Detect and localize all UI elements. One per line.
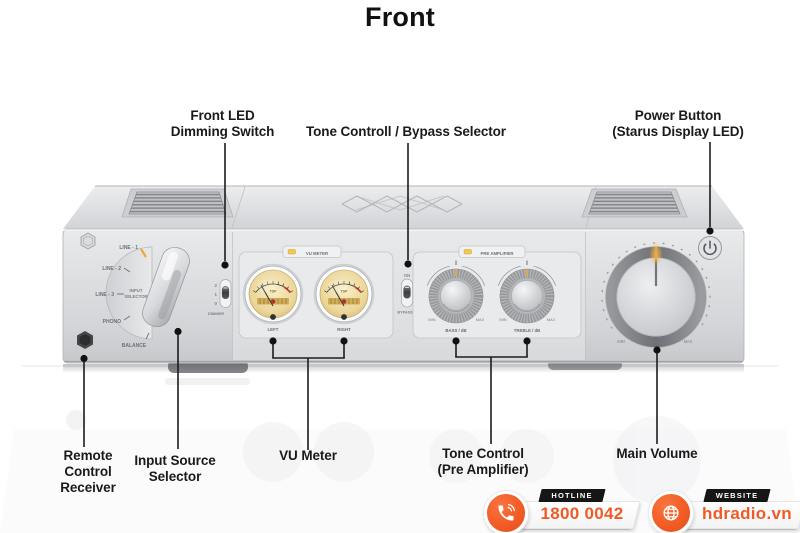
input-option-phono: PHONO <box>103 319 121 325</box>
amp-shadow <box>63 364 744 373</box>
dimmer-label: DIMMER <box>208 311 224 316</box>
treble-label: TREBLE / dB <box>514 328 541 333</box>
callout-main-volume: Main Volume <box>597 446 717 462</box>
input-selector-label-2: SELECTOR <box>124 294 148 299</box>
page-title: Front <box>365 2 435 32</box>
volume-max: MAX <box>684 339 693 344</box>
amp-front-panel: LINE - 1 LINE - 2 LINE - 3 PHONO BALANCE… <box>62 228 745 364</box>
vu-right-label: RIGHT <box>337 327 351 332</box>
callout-line: Remote <box>63 448 113 463</box>
vu-face-text-right: TDP <box>341 290 349 294</box>
callout-line: VU Meter <box>279 448 337 463</box>
bass-max: MAX <box>476 317 485 322</box>
vu-meter-right: TDP <box>313 263 375 325</box>
input-option-balance: BALANCE <box>122 343 147 349</box>
bypass-on-label: ON <box>404 273 410 278</box>
bass-min: MIN <box>428 317 435 322</box>
hotline-badge[interactable]: HOTLINE 1800 0042 <box>484 488 642 533</box>
vu-meter-section: VU METER TDP TDP LEFT RIGHT <box>238 245 394 339</box>
vu-meter-left: TDP <box>242 263 304 325</box>
callout-line: (Starus Display LED) <box>612 124 744 139</box>
vu-plate-label: VU METER <box>306 251 329 256</box>
selected-input-led <box>140 248 147 258</box>
callout-line: Power Button <box>634 108 722 123</box>
callout-power-button: Power Button (Starus Display LED) <box>594 108 762 140</box>
main-volume-knob: MIN MAX <box>601 242 711 348</box>
badge-ribbon: WEBSITE <box>703 489 771 502</box>
callout-line: Tone Controll / Bypass Selector <box>306 124 506 139</box>
phone-icon <box>498 504 515 521</box>
input-option-line3: LINE - 3 <box>95 292 114 298</box>
bass-label: BASS / dB <box>445 328 466 333</box>
callout-line: Receiver <box>60 480 116 495</box>
treble-max: MAX <box>547 317 556 322</box>
vent-left <box>121 188 234 218</box>
callout-line: Control <box>64 464 112 479</box>
badge-circle <box>484 491 528 533</box>
dimmer-switch: 2 1 0 DIMMER <box>208 279 232 316</box>
callout-tone-bypass: Tone Controll / Bypass Selector <box>296 124 516 140</box>
callout-line: Tone Control <box>442 446 524 461</box>
callout-vu-meter: VU Meter <box>256 448 360 464</box>
callout-dimming-switch: Front LED Dimming Switch <box>150 108 295 140</box>
volume-min: MIN <box>617 339 625 344</box>
remote-receiver <box>77 331 93 349</box>
website-badge[interactable]: WEBSITE hdradio.vn <box>649 488 800 533</box>
dimmer-pos-2: 2 <box>215 283 218 288</box>
input-option-line1: LINE - 1 <box>119 245 138 251</box>
callout-line: Dimming Switch <box>170 124 275 139</box>
bypass-label: BYPASS <box>397 311 413 315</box>
badge-circle <box>649 491 693 533</box>
preamp-plate-label: PRE AMPLIFIER <box>480 251 514 256</box>
power-button <box>698 236 722 260</box>
callout-lines <box>83 142 711 450</box>
treble-knob: MIN MAX TREBLE / dB <box>498 261 556 333</box>
vent-right <box>581 188 688 218</box>
callout-line: (Pre Amplifier) <box>437 462 529 477</box>
callout-tone-control: Tone Control (Pre Amplifier) <box>413 446 553 478</box>
input-selector-knob: LINE - 1 LINE - 2 LINE - 3 PHONO BALANCE… <box>95 245 190 349</box>
callout-line: Selector <box>148 469 202 484</box>
hotline-number[interactable]: 1800 0042 <box>540 504 624 523</box>
brand-logo-icon <box>80 232 96 250</box>
vu-left-label: LEFT <box>268 327 279 332</box>
preamp-section: PRE AMPLIFIER MIN MAX BASS / dB MIN MAX … <box>412 245 582 339</box>
globe-icon <box>663 505 679 521</box>
callout-line: Main Volume <box>616 446 698 461</box>
table-reflections <box>66 378 701 504</box>
website-url[interactable]: hdradio.vn <box>702 504 792 523</box>
vu-face-text-left: TDP <box>270 290 278 294</box>
input-option-line2: LINE - 2 <box>102 266 121 272</box>
callout-remote-receiver: Remote Control Receiver <box>46 448 130 496</box>
badge-ribbon: HOTLINE <box>538 489 606 502</box>
bass-knob: MIN MAX BASS / dB <box>427 261 485 333</box>
hotline-tag: HOTLINE <box>551 491 593 500</box>
callout-line: Input Source <box>134 453 216 468</box>
bypass-selector: ON BYPASS <box>397 273 413 315</box>
callout-line: Front LED <box>190 108 255 123</box>
top-logo-pattern <box>341 195 463 213</box>
callout-input-source: Input Source Selector <box>115 453 235 485</box>
input-selector-label-1: INPUT <box>130 288 143 293</box>
power-icon <box>703 240 717 256</box>
treble-min: MIN <box>499 317 506 322</box>
amp-top-deck <box>63 185 744 229</box>
preamp-led <box>463 249 472 255</box>
callout-dots <box>80 227 714 363</box>
dimmer-pos-1: 1 <box>215 292 218 297</box>
dimmer-pos-0: 0 <box>215 301 218 306</box>
amplifier: LINE - 1 LINE - 2 LINE - 3 PHONO BALANCE… <box>62 185 745 373</box>
website-tag: WEBSITE <box>715 491 759 500</box>
vu-meter-led <box>287 249 296 255</box>
